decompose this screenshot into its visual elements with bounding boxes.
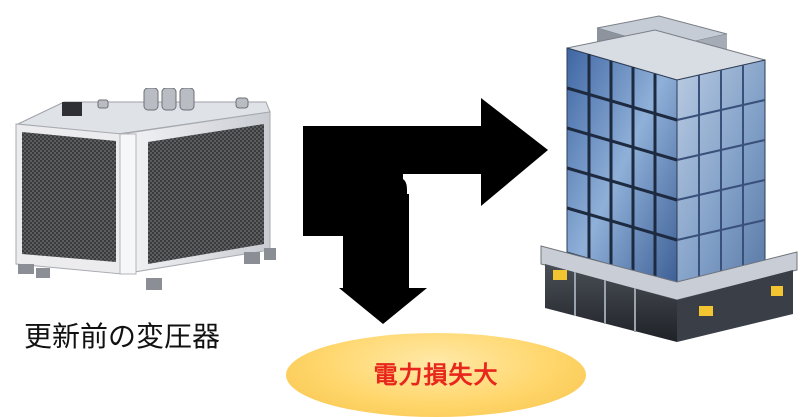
transformer-icon bbox=[15, 88, 276, 290]
split-arrow-icon bbox=[303, 98, 548, 324]
loss-label: 電力損失大 bbox=[373, 361, 499, 389]
building-icon bbox=[540, 15, 798, 342]
transformer-caption: 更新前の変圧器 bbox=[24, 320, 221, 353]
